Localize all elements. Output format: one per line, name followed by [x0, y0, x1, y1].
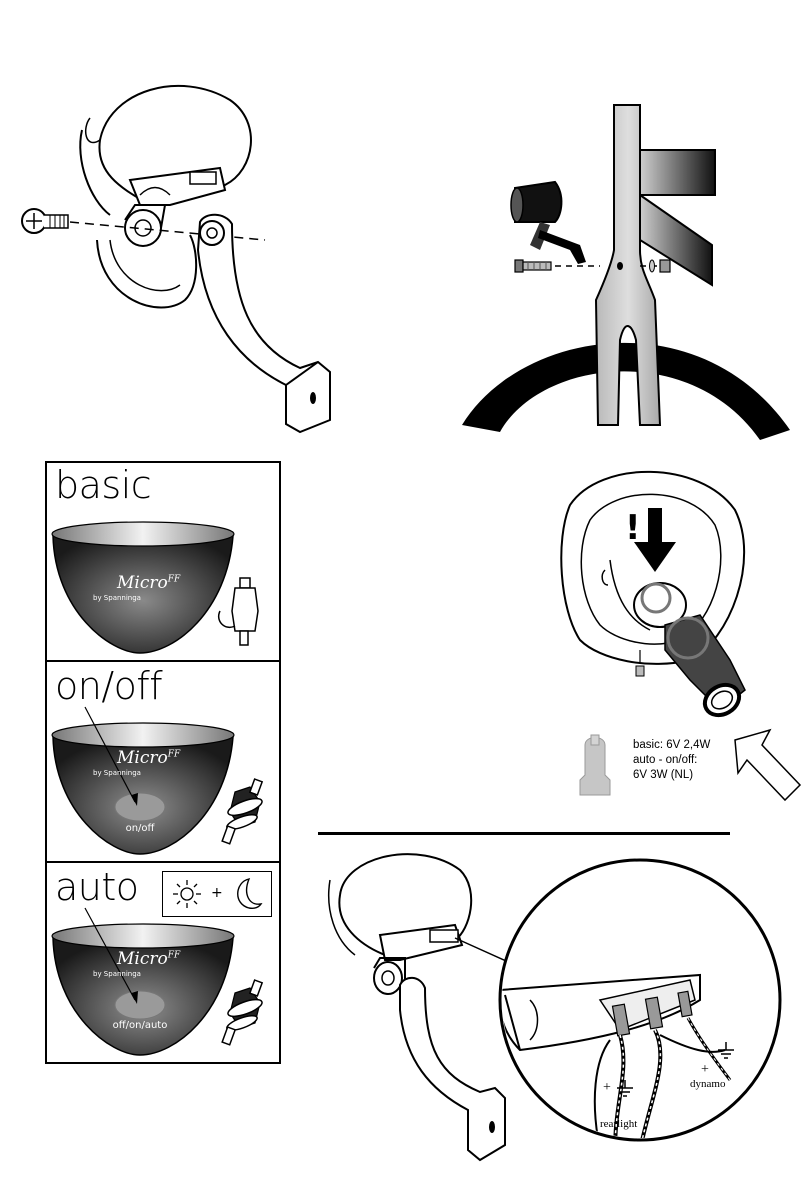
bulb-spec-line-2: auto - on/off: [633, 754, 698, 766]
panel-auto-title: auto [55, 865, 139, 909]
panel-auto: auto + [45, 863, 281, 1062]
panel-divider-2 [45, 861, 281, 863]
moon-icon [237, 878, 263, 909]
brand-sub-auto: by Spanninga [93, 970, 141, 978]
panel-on-off: on/off MicroFF by Spanninga on/off [45, 662, 281, 861]
mode-label-auto: off/on/auto [112, 1020, 168, 1031]
day-night-plus: + [211, 885, 223, 901]
warning-mark: ! [625, 508, 641, 548]
plus-dynamo-label: + [701, 1062, 709, 1077]
brand-sup-on-off: FF [167, 749, 181, 760]
panel-divider-1 [45, 660, 281, 662]
lamp-reflector-on-off [51, 706, 264, 855]
brand-sup-auto: FF [167, 950, 181, 961]
mode-label-on-off: on/off [125, 823, 155, 834]
brand-logo-basic: MicroFF [117, 573, 180, 593]
brand-logo-on-off: MicroFF [117, 748, 180, 768]
bulb-spec-line-3: 6V 3W (NL) [633, 769, 694, 781]
panel-basic: basic MicroFF by Spanninga [45, 461, 281, 660]
plus-rear-label: + [603, 1080, 611, 1095]
brand-text-on-off: Micro [117, 748, 168, 768]
panel-basic-title: basic [55, 463, 152, 507]
bulb-spec-line-1: basic: 6V 2,4W [633, 739, 711, 751]
section-divider [318, 832, 730, 835]
bulb-spec-text: basic: 6V 2,4W auto - on/off: 6V 3W (NL) [633, 738, 710, 783]
brand-text-auto: Micro [117, 949, 168, 969]
lamp-reflector-basic [51, 521, 259, 654]
dynamo-label: dynamo [690, 1078, 726, 1090]
brand-sub-on-off: by Spanninga [93, 769, 141, 777]
day-night-box: + [162, 871, 272, 917]
brand-text-basic: Micro [117, 573, 168, 593]
brand-logo-auto: MicroFF [117, 949, 180, 969]
brand-sup-basic: FF [167, 574, 181, 585]
panel-on-off-title: on/off [55, 664, 163, 708]
brand-sub-basic: by Spanninga [93, 594, 141, 602]
rearlight-label: rearlight [600, 1118, 638, 1130]
sun-icon [173, 880, 201, 908]
lamp-reflector-auto [51, 907, 264, 1056]
